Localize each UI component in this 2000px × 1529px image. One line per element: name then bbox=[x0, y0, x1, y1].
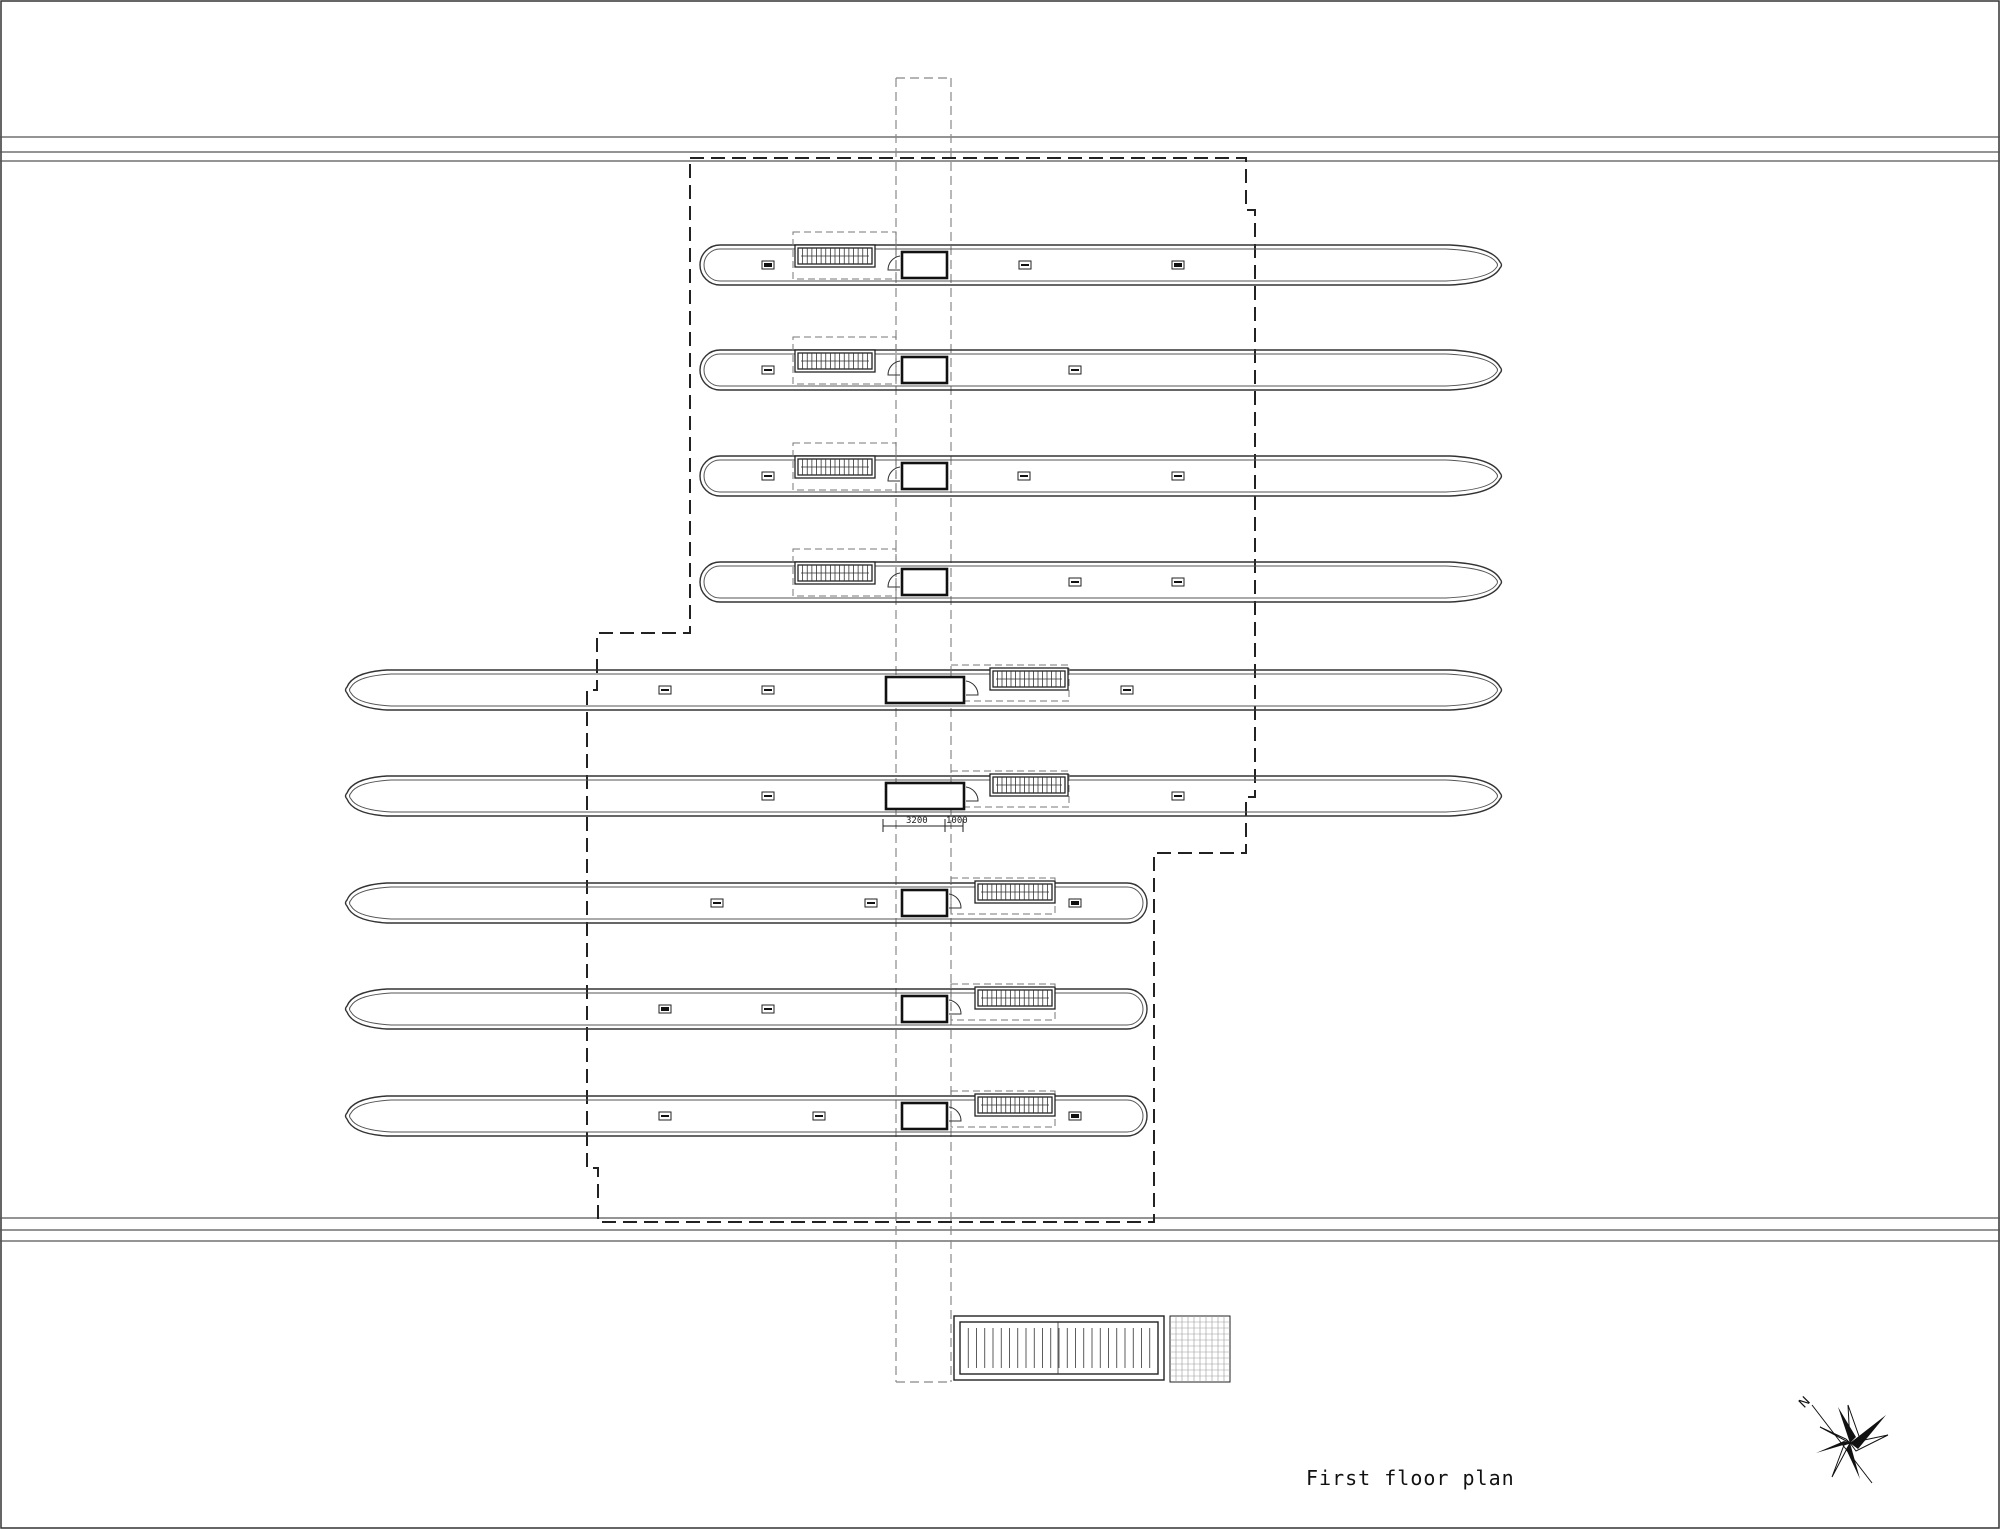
plan-title: First floor plan bbox=[1306, 1466, 1515, 1490]
north-arrow-icon: N bbox=[1796, 1394, 1889, 1484]
stair-outline bbox=[792, 336, 897, 385]
door-swing-icon bbox=[887, 466, 901, 482]
elevator-core bbox=[884, 675, 966, 705]
platform-edge bbox=[699, 455, 1503, 497]
platform-5 bbox=[344, 664, 1503, 711]
entry-paving-grid bbox=[1170, 1316, 1230, 1382]
platform-edge bbox=[344, 669, 1503, 711]
platform-edge-inner bbox=[703, 565, 1498, 599]
light-fixture-mark bbox=[1174, 581, 1182, 583]
platform-8 bbox=[344, 983, 1148, 1030]
compass-point bbox=[1849, 1434, 1889, 1452]
platform-9 bbox=[344, 1090, 1148, 1137]
platform-1 bbox=[699, 231, 1503, 286]
light-fixture-mark bbox=[1021, 264, 1029, 266]
door-swing-icon bbox=[948, 999, 962, 1015]
platform-edge-inner bbox=[349, 1099, 1144, 1133]
light-fixture-mark bbox=[661, 689, 669, 691]
door-swing-icon bbox=[965, 786, 979, 802]
door-swing-icon bbox=[948, 893, 962, 909]
elevator-core bbox=[900, 461, 949, 491]
platform-edge bbox=[344, 988, 1148, 1030]
entry-stair-block bbox=[953, 1315, 1231, 1383]
platform-edge-inner bbox=[349, 886, 1144, 920]
door-swing-icon bbox=[887, 255, 901, 271]
light-fixture-mark bbox=[764, 475, 772, 477]
light-fixture-mark bbox=[713, 902, 721, 904]
elevator-core bbox=[900, 888, 949, 918]
door-swing-icon bbox=[887, 572, 901, 588]
door-swing-icon bbox=[887, 360, 901, 376]
light-fixture-mark bbox=[661, 1007, 669, 1011]
platform-4 bbox=[699, 548, 1503, 603]
elevator-core bbox=[900, 355, 949, 385]
platform-group bbox=[344, 231, 1503, 1137]
street-lines bbox=[0, 136, 2000, 1242]
elevator-core bbox=[884, 781, 966, 811]
elevator-core bbox=[900, 1101, 949, 1131]
light-fixture-mark bbox=[1174, 795, 1182, 797]
platform-2 bbox=[699, 336, 1503, 391]
light-fixture-mark bbox=[764, 795, 772, 797]
stair-outline bbox=[792, 548, 897, 597]
light-fixture-mark bbox=[1174, 475, 1182, 477]
light-fixture-mark bbox=[1071, 901, 1079, 905]
platform-edge bbox=[344, 882, 1148, 924]
elevator-core bbox=[900, 250, 949, 280]
light-fixture-mark bbox=[764, 689, 772, 691]
platform-3 bbox=[699, 442, 1503, 497]
light-fixture-mark bbox=[1071, 369, 1079, 371]
elevator-core bbox=[900, 567, 949, 597]
door-swing-icon bbox=[965, 680, 979, 696]
platform-edge-inner bbox=[703, 353, 1498, 387]
platform-edge bbox=[344, 1095, 1148, 1137]
platform-edge bbox=[344, 775, 1503, 817]
compass-north-label: N bbox=[1796, 1394, 1813, 1411]
light-fixture-mark bbox=[1123, 689, 1131, 691]
dimension-label-1000: 1000 bbox=[946, 816, 968, 826]
platform-edge-inner bbox=[349, 992, 1144, 1026]
light-fixture-mark bbox=[764, 1008, 772, 1010]
compass-point bbox=[1846, 1443, 1860, 1479]
platform-6 bbox=[344, 770, 1503, 817]
platform-edge-inner bbox=[349, 673, 1498, 707]
light-fixture-mark bbox=[661, 1115, 669, 1117]
light-fixture-mark bbox=[1174, 263, 1182, 267]
site-boundary bbox=[586, 157, 1256, 1223]
light-fixture-mark bbox=[1071, 581, 1079, 583]
platform-edge-inner bbox=[349, 779, 1498, 813]
entry-stair-treads bbox=[967, 1328, 1151, 1368]
platform-edge bbox=[699, 561, 1503, 603]
light-fixture-mark bbox=[764, 263, 772, 267]
elevator-core bbox=[900, 994, 949, 1024]
platform-edge bbox=[699, 244, 1503, 286]
light-fixture-mark bbox=[815, 1115, 823, 1117]
compass-point bbox=[1838, 1407, 1856, 1443]
dimension-label-3200: 3200 bbox=[906, 816, 928, 826]
platform-edge-inner bbox=[703, 248, 1498, 282]
platform-7 bbox=[344, 877, 1148, 924]
platform-edge bbox=[699, 349, 1503, 391]
stair-outline bbox=[792, 442, 897, 491]
stair-outline bbox=[792, 231, 897, 280]
platform-edge-inner bbox=[703, 459, 1498, 493]
light-fixture-mark bbox=[1071, 1114, 1079, 1118]
compass-axis bbox=[1811, 1404, 1873, 1484]
light-fixture-mark bbox=[1020, 475, 1028, 477]
compass-point bbox=[1850, 1415, 1886, 1449]
compass-point bbox=[1831, 1442, 1852, 1478]
door-swing-icon bbox=[948, 1106, 962, 1122]
dimension-annotation: 3200 1000 bbox=[882, 816, 968, 832]
light-fixture-mark bbox=[764, 369, 772, 371]
light-fixture-mark bbox=[867, 902, 875, 904]
